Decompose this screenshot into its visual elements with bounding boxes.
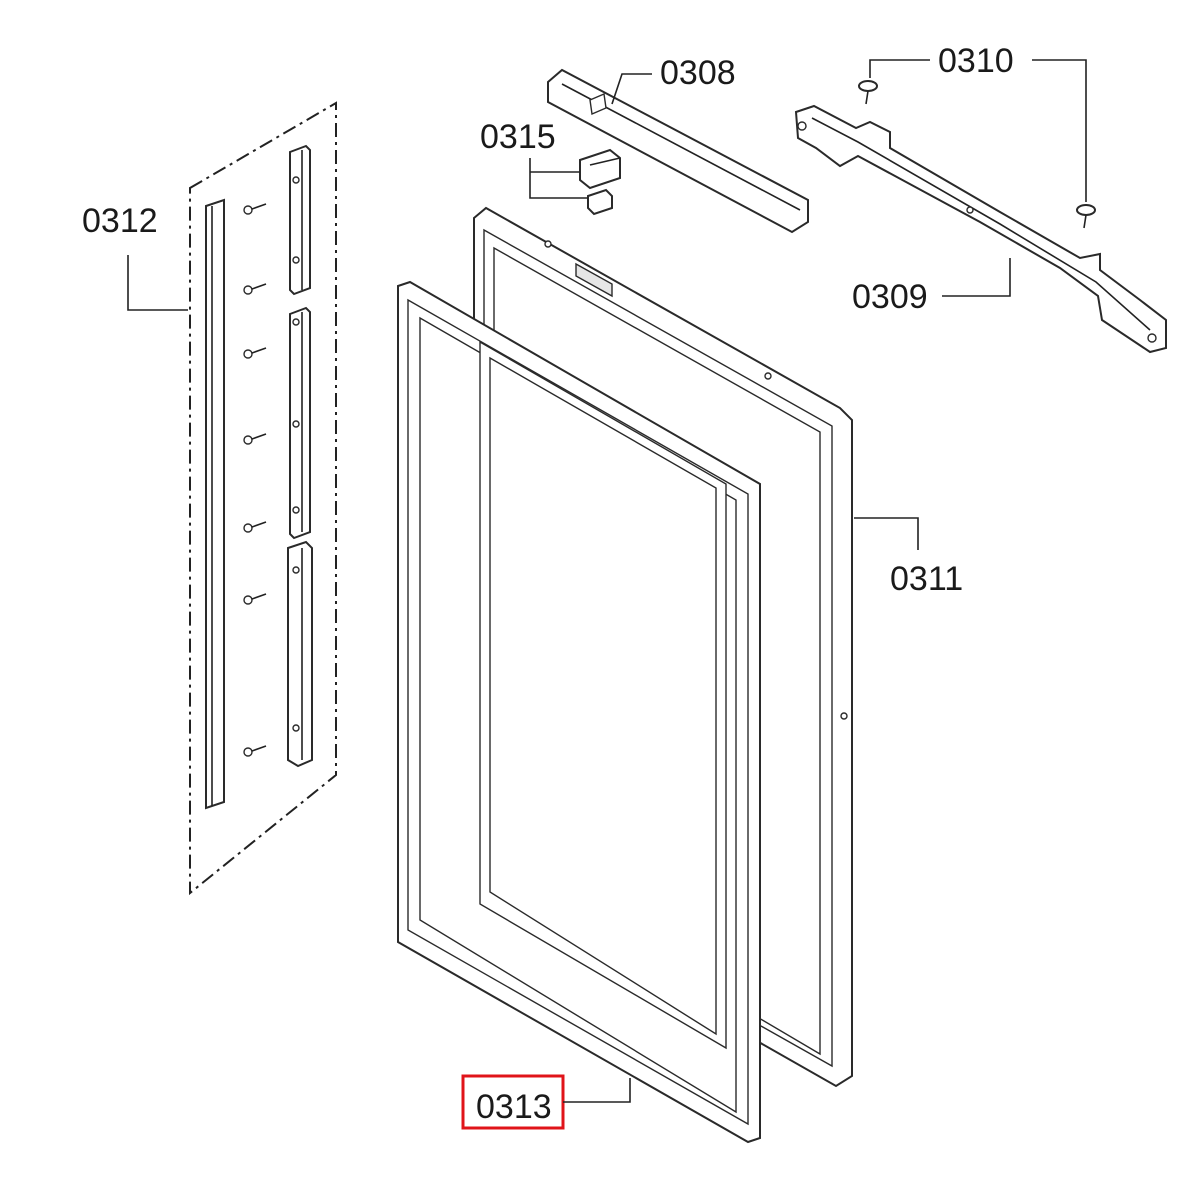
screws-0310[interactable]: 0310 — [858, 42, 1096, 229]
label-0309: 0309 — [852, 278, 928, 316]
screw-left — [858, 80, 878, 105]
screw-right — [1076, 204, 1096, 229]
label-0308: 0308 — [660, 54, 736, 92]
mounting-rail-0309[interactable]: 0309 — [794, 104, 1167, 354]
assembly-boundary — [189, 101, 337, 896]
leader-0310-right — [1032, 59, 1087, 202]
leader-0309 — [942, 258, 1011, 297]
leader-0312 — [127, 255, 188, 311]
top-cap-0308[interactable]: 0308 — [547, 54, 809, 234]
door-gasket-0313[interactable]: 0313 — [397, 280, 761, 1144]
screws — [243, 203, 267, 757]
hinge-assembly-0312[interactable]: 0312 — [82, 101, 337, 896]
label-0313: 0313 — [476, 1088, 552, 1126]
leader-0311 — [854, 517, 919, 550]
leader-0310-left — [869, 59, 930, 78]
label-0312: 0312 — [82, 202, 158, 240]
trim-strip — [205, 198, 225, 810]
label-0315: 0315 — [480, 118, 556, 156]
hinge-brackets — [287, 144, 313, 768]
leader-0313 — [563, 1078, 631, 1103]
label-0310: 0310 — [938, 42, 1014, 80]
small-part-0315[interactable]: 0315 — [480, 118, 621, 216]
label-0311: 0311 — [890, 560, 963, 598]
leader-0308 — [611, 73, 652, 105]
